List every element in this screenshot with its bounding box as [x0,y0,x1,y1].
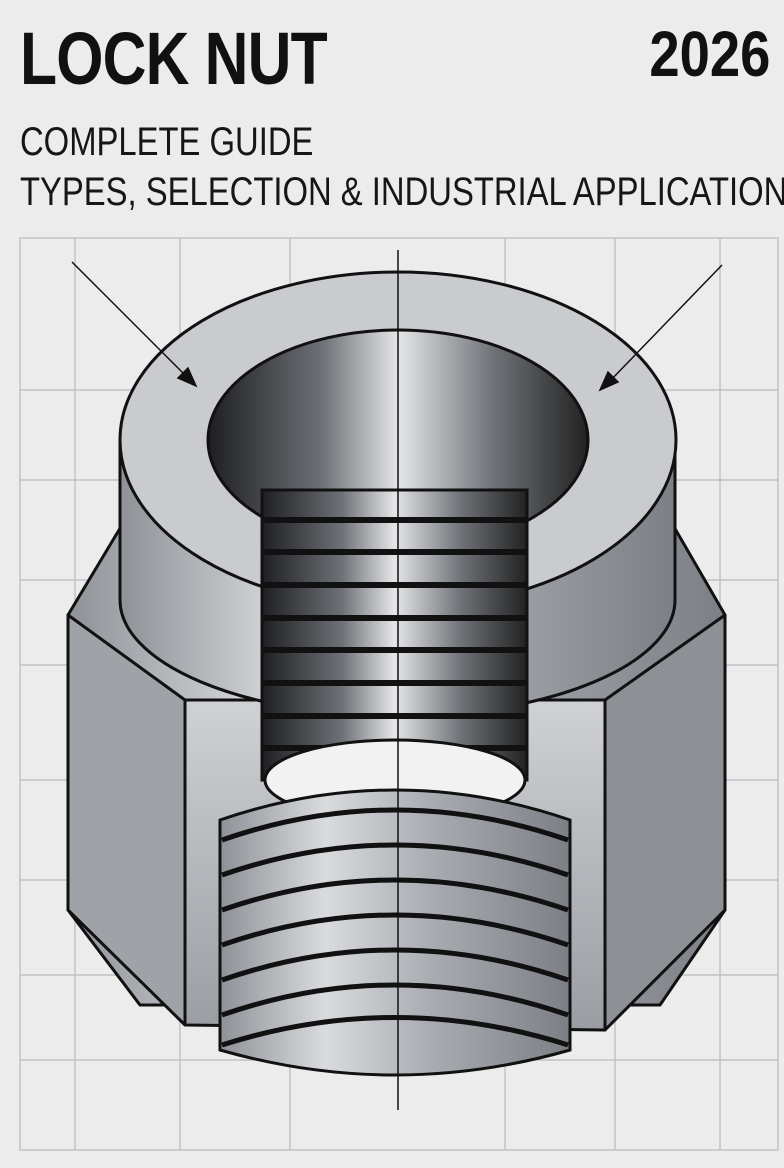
subtitle-line-2: TYPES, SELECTION & INDUSTRIAL APPLICATIO… [20,170,784,214]
cover-year: 2026 [648,18,770,90]
arrow-right-icon [607,264,723,384]
cutaway-threads [218,488,572,1077]
annotation-lines [71,250,723,1110]
arrow-left-icon [71,261,191,381]
cover-title: LOCK NUT [20,17,328,100]
subtitle-line-1: COMPLETE GUIDE [20,120,314,164]
